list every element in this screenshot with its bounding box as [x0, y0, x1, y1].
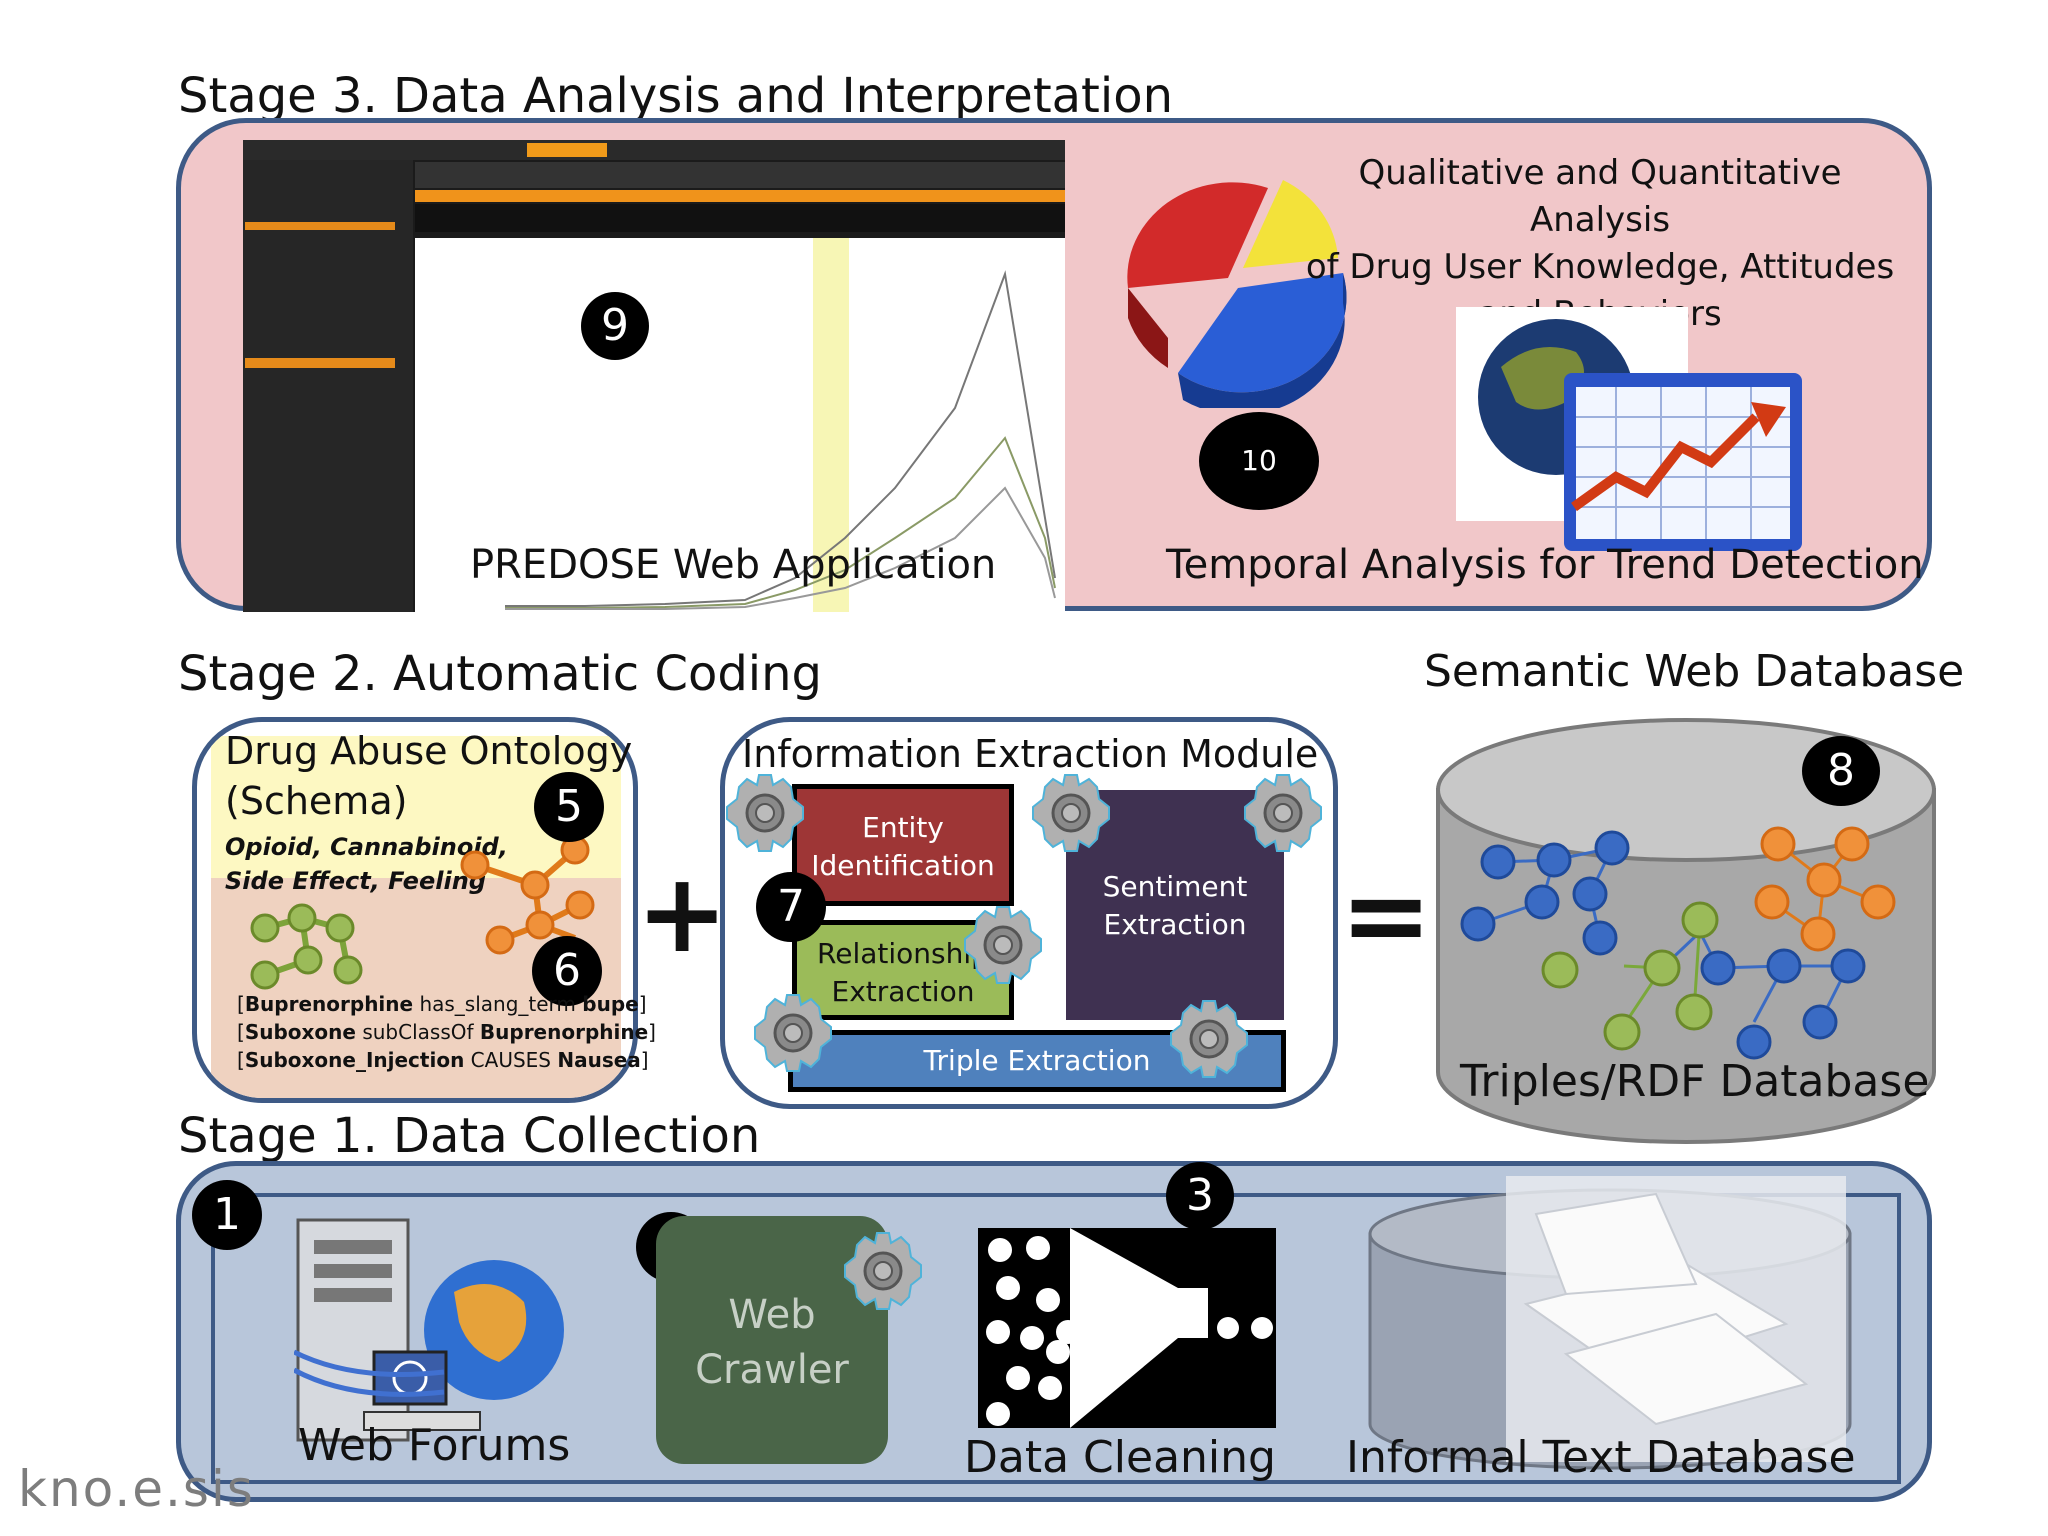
app-left-highlight-2: [245, 358, 395, 368]
entity-line-1: Entity: [862, 811, 944, 844]
informal-text-database-cylinder: [1368, 1176, 1852, 1470]
app-active-tab: [527, 143, 607, 157]
triple-2-predicate: subClassOf: [362, 1020, 474, 1044]
filter-funnel: [1070, 1228, 1208, 1428]
badge-6: 6: [532, 936, 602, 1006]
entity-line-2: Identification: [811, 849, 995, 882]
app-left-highlight-1: [245, 222, 395, 230]
informal-text-database-label: Informal Text Database: [1346, 1432, 1856, 1483]
app-results-header: [415, 162, 1065, 188]
ontology-classes-line-1: Opioid, Cannabinoid,: [225, 833, 508, 861]
rdf-database-label: Triples/RDF Database: [1460, 1056, 1930, 1107]
app-left-panel: [243, 160, 413, 612]
relationship-line-2: Extraction: [831, 975, 975, 1008]
triple-2-subject: Suboxone: [244, 1020, 356, 1044]
badge-10: 10: [1199, 412, 1319, 510]
web-crawler-box: Web Crawler: [656, 1216, 888, 1464]
triple-1-subject: Buprenorphine: [244, 992, 414, 1016]
gear-icon: [844, 1232, 922, 1310]
app-tabbar: [243, 140, 1065, 160]
triple-3-object: Nausea: [557, 1048, 641, 1072]
trend-label: Temporal Analysis for Trend Detection: [1166, 542, 1924, 588]
ontology-title-line-1: Drug Abuse Ontology: [225, 729, 633, 773]
chart-board-inner: [1576, 387, 1790, 539]
triple-1-predicate: has_slang_term: [419, 992, 576, 1016]
gear-icon: [726, 774, 804, 852]
badge-8: 8: [1802, 736, 1880, 806]
gear-icon: [1170, 1000, 1248, 1078]
stage1-title: Stage 1. Data Collection: [178, 1108, 761, 1164]
triple-row-3: [Suboxone_Injection CAUSES Nausea]: [237, 1048, 649, 1072]
relationship-line-1: Relationship: [817, 937, 989, 970]
app-line-chart: [505, 238, 1056, 612]
triple-row-1: [Buprenorphine has_slang_term bupe]: [237, 992, 647, 1016]
stage1-inner-box: [211, 1193, 1901, 1484]
iem-title: Information Extraction Module: [742, 732, 1319, 776]
badge-1: 1: [192, 1180, 262, 1250]
ontology-title: Drug Abuse Ontology (Schema): [225, 726, 632, 826]
ontology-classes-line-2: Side Effect, Feeling: [225, 867, 486, 895]
web-crawler-line-2: Crawler: [695, 1347, 849, 1393]
predose-label: PREDOSE Web Application: [470, 542, 997, 588]
badge-3: 3: [1166, 1162, 1234, 1230]
globe-trend-icon: [1478, 319, 1802, 551]
entity-identification-box: Entity Identification: [792, 784, 1014, 906]
analysis-text-line-2: of Drug User Knowledge, Attitudes: [1305, 247, 1895, 287]
pie-chart-icon: [1127, 180, 1347, 408]
knoesis-logo: kno.e.sis: [18, 1460, 255, 1518]
keyboard: [363, 1411, 481, 1431]
chart-series-2: [505, 436, 1056, 609]
rdf-database-cylinder: [1436, 718, 1936, 1144]
equals-sign: =: [1340, 851, 1433, 979]
badge-5: 5: [534, 772, 604, 842]
filter-icon: [978, 1228, 1276, 1428]
data-cleaning-label: Data Cleaning: [964, 1432, 1276, 1483]
chart-series-1: [505, 270, 1056, 607]
badge-9: 9: [581, 292, 649, 360]
trend-arrow: [1571, 413, 1760, 512]
triple-1-object: bupe: [582, 992, 639, 1016]
triple-row-2: [Suboxone subClassOf Buprenorphine]: [237, 1020, 656, 1044]
logo-text: kno.e.sis: [18, 1460, 255, 1518]
analysis-text-line-1: Qualitative and Quantitative Analysis: [1358, 153, 1842, 240]
globe-land: [1501, 347, 1584, 410]
sentiment-line-2: Extraction: [1103, 908, 1247, 941]
ontology-graph: [250, 835, 595, 990]
app-chart-area: [415, 238, 1065, 612]
semantic-db-title: Semantic Web Database: [1424, 646, 1965, 697]
gear-icon: [964, 906, 1042, 984]
predose-screenshot: PREDOSE Web Application: [243, 140, 1065, 612]
ontology-title-line-2: (Schema): [225, 779, 408, 823]
gear-icon: [754, 994, 832, 1072]
computer-globe-icon: [294, 1218, 564, 1442]
app-results-row-highlight: [415, 190, 1065, 202]
badge-7: 7: [756, 872, 826, 942]
gear-icon: [1032, 774, 1110, 852]
app-results-rows: [415, 204, 1065, 232]
ontology-classes: Opioid, Cannabinoid, Side Effect, Feelin…: [225, 830, 508, 898]
chart-series-3: [505, 486, 1056, 610]
globe-land: [454, 1284, 527, 1362]
trend-arrow-head: [1751, 402, 1786, 437]
triple-3-subject: Suboxone_Injection: [244, 1048, 465, 1072]
triple-2-object: Buprenorphine: [479, 1020, 649, 1044]
gear-icon: [1244, 774, 1322, 852]
stage2-title: Stage 2. Automatic Coding: [178, 646, 823, 702]
pie-red-slice: [1127, 182, 1268, 288]
web-crawler-line-1: Web: [728, 1292, 816, 1338]
pie-red-depth: [1128, 288, 1168, 368]
pie-blue-depth: [1178, 273, 1347, 408]
web-forums-label: Web Forums: [298, 1420, 571, 1471]
plus-sign: +: [636, 849, 729, 977]
pie-blue-slice: [1178, 273, 1347, 393]
stage3-title: Stage 3. Data Analysis and Interpretatio…: [178, 68, 1173, 124]
sentiment-extraction-box: Sentiment Extraction: [1066, 790, 1284, 1020]
sentiment-line-1: Sentiment: [1102, 870, 1248, 903]
pie-yellow-slice: [1243, 180, 1338, 268]
triple-3-predicate: CAUSES: [470, 1048, 551, 1072]
triples-list: [Buprenorphine has_slang_term bupe] [Sub…: [237, 990, 656, 1074]
